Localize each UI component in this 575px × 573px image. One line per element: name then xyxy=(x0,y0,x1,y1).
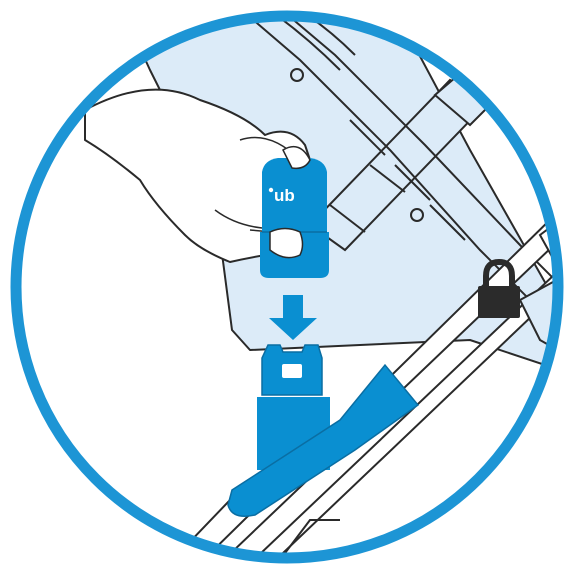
brand-logo-dot xyxy=(269,188,273,192)
wheel-arc-bottom xyxy=(440,505,575,573)
buckle-clip: ub xyxy=(260,147,329,278)
brand-logo: ub xyxy=(274,186,295,205)
buckle-slot xyxy=(282,364,302,378)
